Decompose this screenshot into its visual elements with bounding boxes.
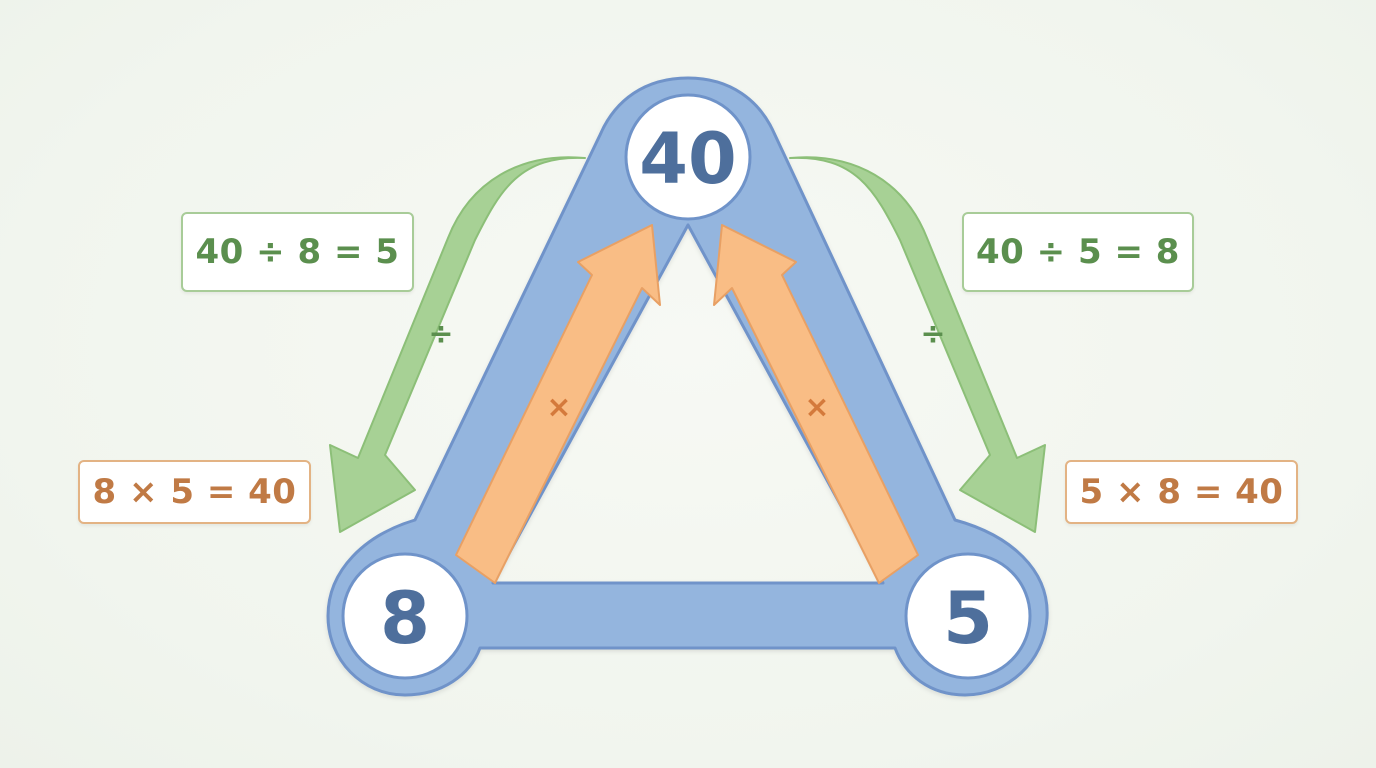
- node-right: 5: [904, 552, 1032, 680]
- node-left-value: 8: [380, 576, 430, 660]
- equation-box-left-multiplication: 8 × 5 = 40: [78, 460, 311, 524]
- node-right-value: 5: [943, 576, 993, 660]
- node-top: 40: [624, 93, 752, 221]
- equation-right-division-text: 40 ÷ 5 = 8: [976, 232, 1180, 272]
- equation-box-right-division: 40 ÷ 5 = 8: [962, 212, 1194, 292]
- equation-left-multiplication-text: 8 × 5 = 40: [92, 472, 297, 512]
- equation-box-left-division: 40 ÷ 8 = 5: [181, 212, 414, 292]
- equation-left-division-text: 40 ÷ 8 = 5: [195, 232, 400, 272]
- multiply-symbol-right: ×: [804, 390, 829, 425]
- multiply-arrow-right: [713, 224, 919, 584]
- multiply-arrow-left: [455, 224, 661, 584]
- node-left: 8: [341, 552, 469, 680]
- equation-box-right-multiplication: 5 × 8 = 40: [1065, 460, 1298, 524]
- divide-arrow-right: [789, 156, 1046, 533]
- node-top-value: 40: [639, 118, 736, 200]
- divide-symbol-right: ÷: [920, 317, 945, 352]
- divide-symbol-left: ÷: [428, 317, 453, 352]
- divide-arrow-left: [329, 156, 586, 533]
- equation-right-multiplication-text: 5 × 8 = 40: [1079, 472, 1284, 512]
- multiply-symbol-left: ×: [546, 390, 571, 425]
